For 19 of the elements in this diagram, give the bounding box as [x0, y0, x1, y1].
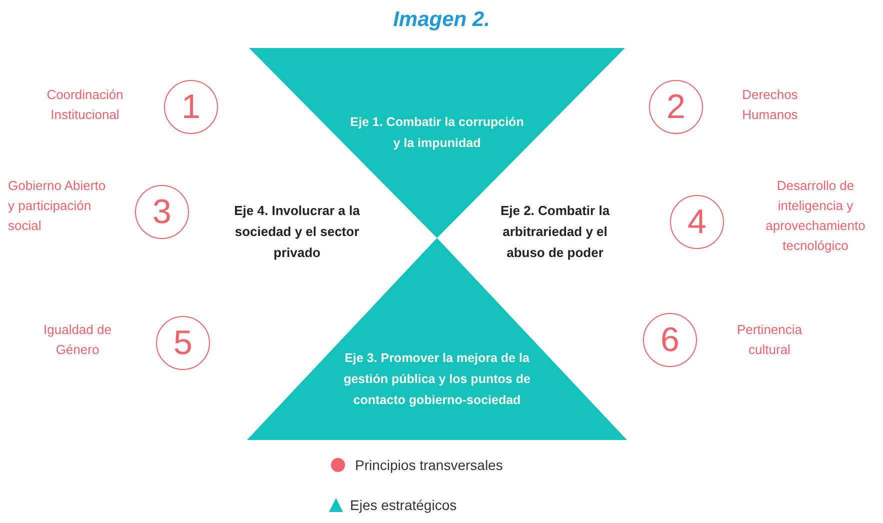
principle-label: Pertinencia cultural	[736, 321, 804, 359]
number-circle: 5	[156, 316, 210, 370]
number-circle: 2	[649, 80, 703, 134]
principle-label: Coordinación Institucional	[46, 86, 124, 124]
legend-label: Principios transversales	[355, 456, 503, 475]
title: Imagen 2.	[392, 8, 491, 32]
principle-label: Gobierno Abierto y participación social	[8, 177, 107, 235]
legend-label: Ejes estratégicos	[350, 496, 457, 515]
principle-label: Derechos Humanos	[741, 86, 799, 124]
principle-label: Igualdad de Género	[42, 321, 112, 359]
axis-text: Eje 3. Promover la mejora de la gestión pública y los puntos de contacto gobierno-sociedad	[342, 350, 532, 409]
number-circle: 6	[643, 313, 697, 367]
principle-label: Desarrollo de inteligencia y aprovechamiento tecnológico	[764, 177, 866, 255]
axis-label: Eje 2. Combatir la arbitrariedad y el abuso de poder	[499, 202, 611, 262]
number-circle: 4	[670, 195, 724, 249]
number-circle: 3	[135, 185, 189, 239]
axis-label: Eje 4. Involucrar a la sociedad y el sector privado	[233, 202, 361, 262]
number-circle: 1	[164, 80, 218, 134]
axis-text: Eje 1. Combatir la corrupción y la impunidad	[349, 114, 525, 152]
